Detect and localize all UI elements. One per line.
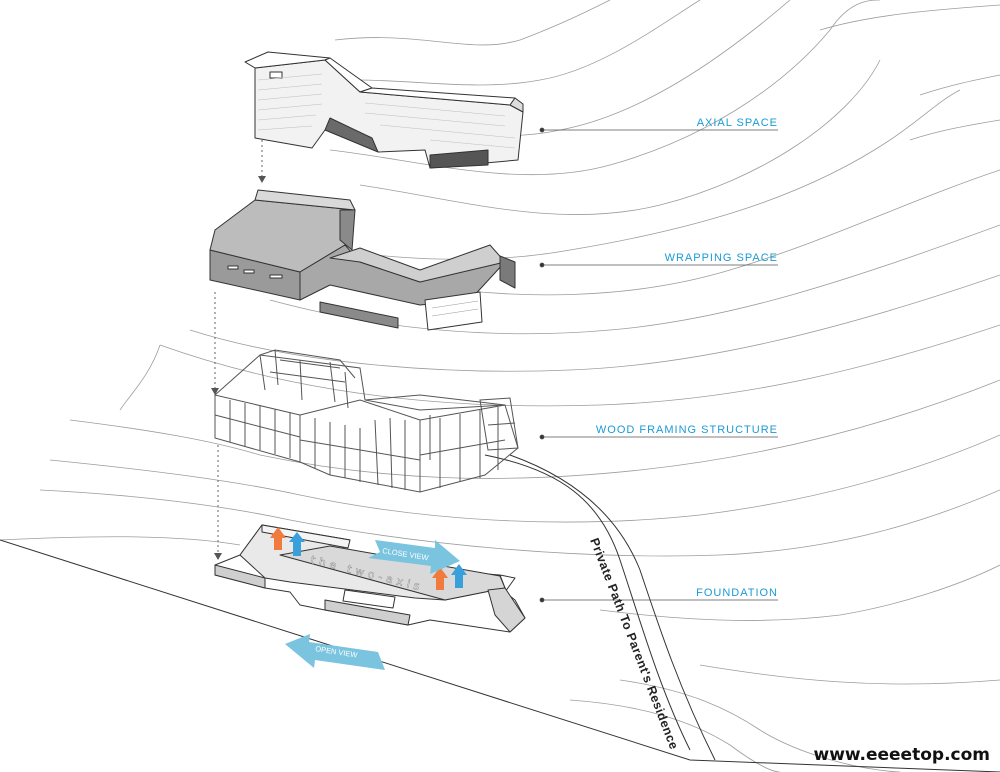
label-wrapping-space: WRAPPING SPACE	[665, 252, 778, 264]
wood-framing-model	[214, 349, 519, 493]
axial-space-model	[244, 51, 524, 169]
cool-air-arrow-left	[289, 532, 305, 556]
private-path-label: Private Path To Parent's Residence	[587, 536, 681, 751]
open-view-arrow: OPEN VIEW	[285, 634, 385, 670]
label-wood-framing: WOOD FRAMING STRUCTURE	[596, 424, 778, 436]
warm-air-arrow-left	[270, 527, 286, 550]
warm-air-arrow-right	[432, 567, 448, 590]
contour-lower-left	[119, 344, 161, 411]
close-view-arrow: CLOSE VIEW	[368, 540, 460, 574]
label-axial-space: AXIAL SPACE	[697, 117, 778, 129]
leader-lines	[539, 127, 778, 603]
site-boundary-line	[0, 539, 1000, 772]
watermark: www.eeeetop.com	[813, 745, 990, 765]
thermal-arrows	[270, 527, 467, 590]
cool-air-arrow-right	[451, 564, 467, 588]
wrapping-space-model	[209, 189, 516, 331]
private-path	[484, 454, 716, 761]
label-foundation: FOUNDATION	[696, 587, 778, 599]
alignment-dotted-lines	[214, 140, 263, 555]
alignment-arrowheads	[211, 176, 266, 560]
